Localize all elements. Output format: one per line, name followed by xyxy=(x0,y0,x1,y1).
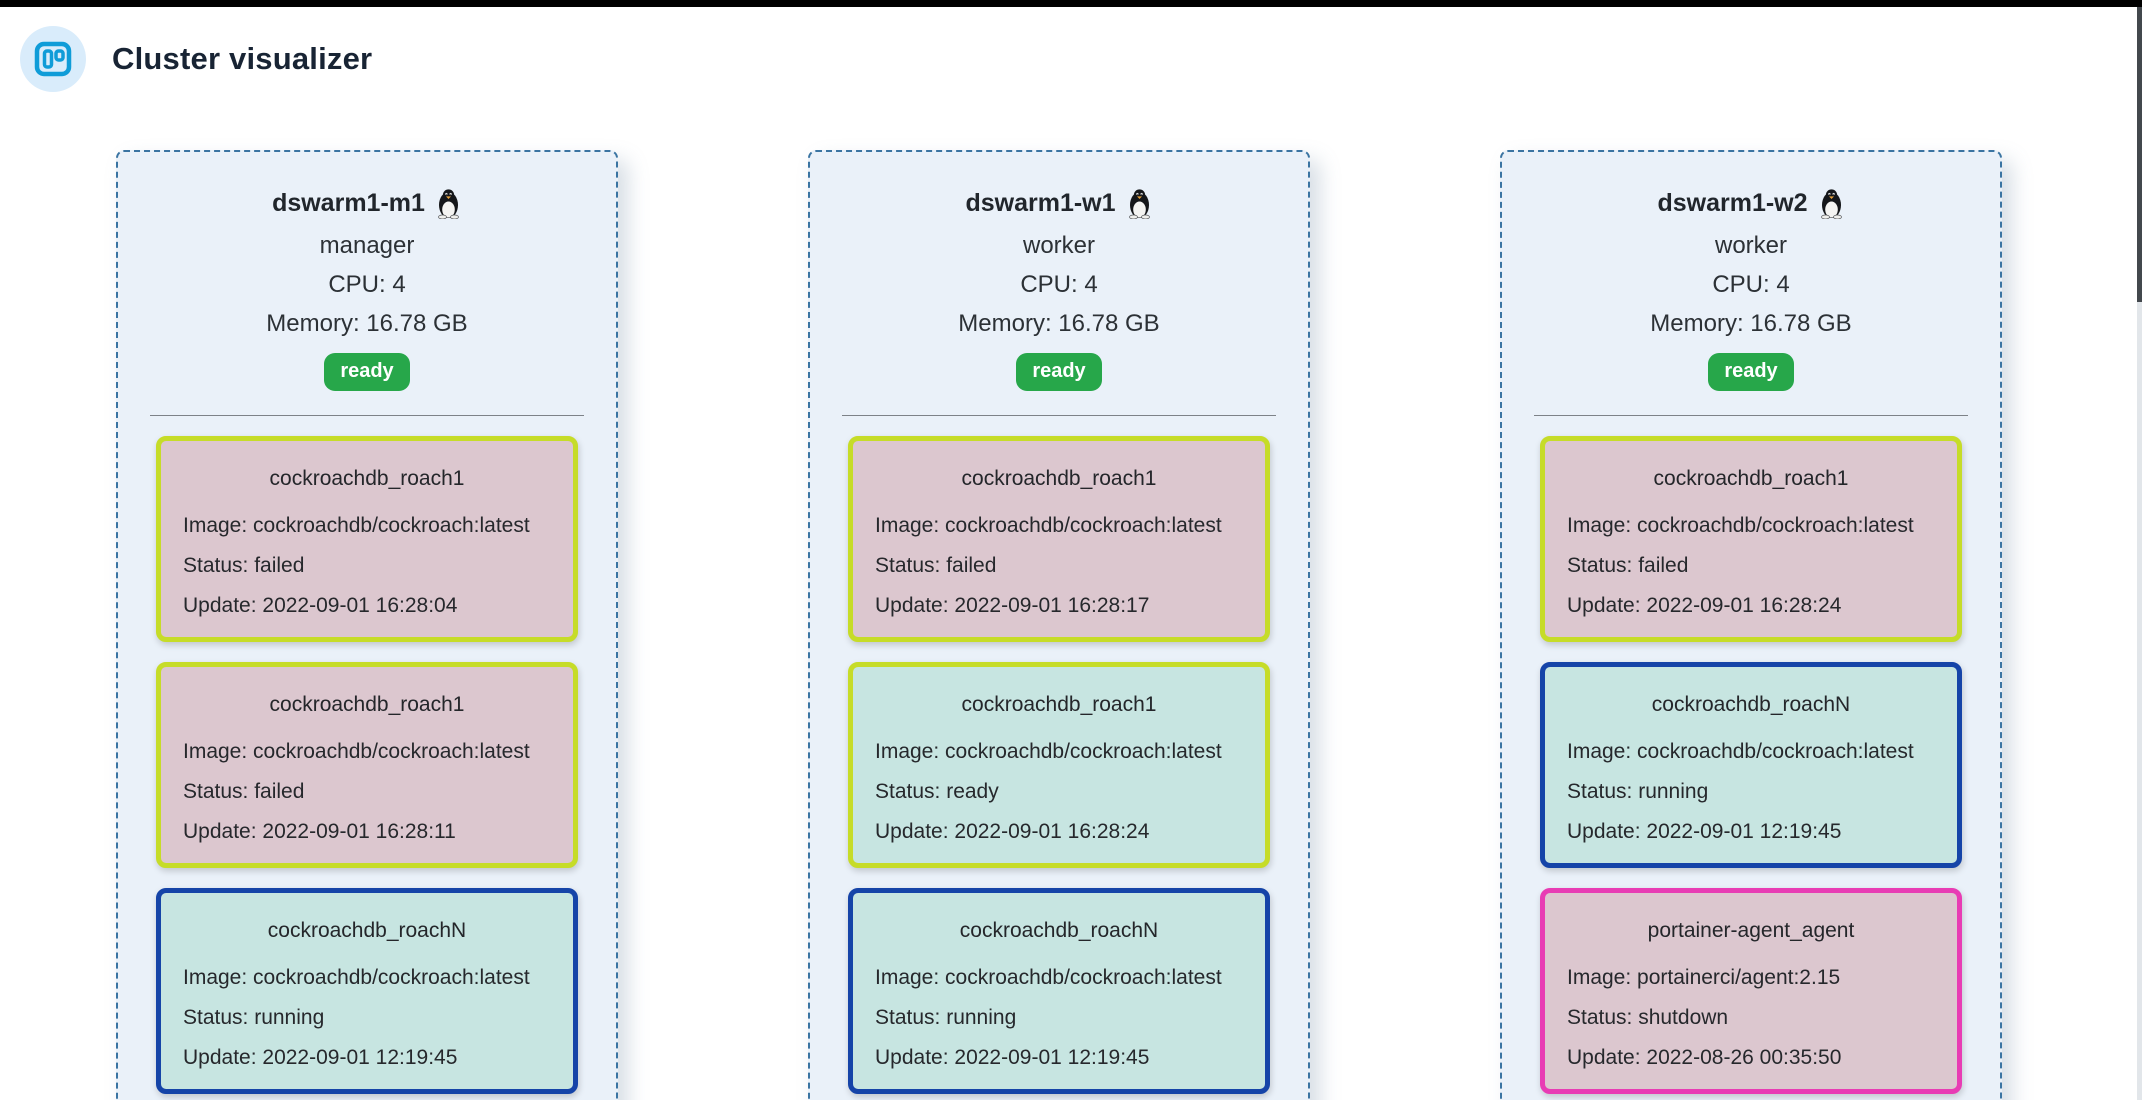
task-update: Update: 2022-09-01 16:28:04 xyxy=(183,594,458,617)
top-black-bar xyxy=(0,0,2142,7)
task-status: Status: running xyxy=(183,1006,325,1029)
task-status: Status: ready xyxy=(875,780,999,803)
task-card[interactable]: cockroachdb_roachN Image: cockroachdb/co… xyxy=(1540,662,1962,868)
task-title: cockroachdb_roachN xyxy=(959,919,1159,942)
task-image: Image: cockroachdb/cockroach:latest xyxy=(875,966,1222,989)
node-memory: Memory: 16.78 GB xyxy=(958,310,1160,337)
task-status: Status: failed xyxy=(183,780,305,803)
node-role: worker xyxy=(1714,232,1787,259)
task-card[interactable]: cockroachdb_roach1 Image: cockroachdb/co… xyxy=(848,662,1270,868)
task-update: Update: 2022-09-01 16:28:24 xyxy=(1567,594,1842,617)
node-cpu: CPU: 4 xyxy=(1020,271,1098,298)
task-image: Image: cockroachdb/cockroach:latest xyxy=(1567,514,1914,537)
task-title: cockroachdb_roach1 xyxy=(1653,467,1849,490)
scrollbar-thumb[interactable] xyxy=(2137,7,2142,302)
task-card[interactable]: cockroachdb_roach1 Image: cockroachdb/co… xyxy=(156,662,578,868)
task-update: Update: 2022-09-01 12:19:45 xyxy=(1567,820,1842,843)
divider xyxy=(150,415,584,416)
node-name: dswarm1-m1 xyxy=(272,186,462,220)
node-name: dswarm1-w2 xyxy=(1657,186,1844,220)
task-card[interactable]: cockroachdb_roachN Image: cockroachdb/co… xyxy=(156,888,578,1094)
node-name: dswarm1-w1 xyxy=(965,186,1152,220)
task-status: Status: shutdown xyxy=(1567,1006,1729,1029)
task-title: cockroachdb_roach1 xyxy=(269,693,465,716)
node-card-dswarm1-w1[interactable]: dswarm1-w1 worker CPU: 4 Memory: 16.78 G… xyxy=(808,150,1310,1100)
node-status-badge: ready xyxy=(1016,353,1102,391)
node-status-badge: ready xyxy=(324,353,410,391)
task-image: Image: cockroachdb/cockroach:latest xyxy=(183,740,530,763)
task-title: cockroachdb_roach1 xyxy=(269,467,465,490)
task-status: Status: failed xyxy=(875,554,997,577)
node-role: worker xyxy=(1022,232,1095,259)
task-status: Status: running xyxy=(1567,780,1709,803)
task-card[interactable]: cockroachdb_roach1 Image: cockroachdb/co… xyxy=(848,436,1270,642)
task-card[interactable]: cockroachdb_roach1 Image: cockroachdb/co… xyxy=(1540,436,1962,642)
linux-penguin-icon xyxy=(1820,188,1842,219)
task-status: Status: failed xyxy=(1567,554,1689,577)
task-image: Image: portainerci/agent:2.15 xyxy=(1567,966,1841,989)
task-update: Update: 2022-09-01 12:19:45 xyxy=(183,1046,458,1069)
task-card[interactable]: portainer-agent_agent Image: portainerci… xyxy=(1540,888,1962,1094)
task-title: portainer-agent_agent xyxy=(1647,919,1855,942)
page-title: Cluster visualizer xyxy=(112,41,373,76)
task-image: Image: cockroachdb/cockroach:latest xyxy=(1567,740,1914,763)
task-image: Image: cockroachdb/cockroach:latest xyxy=(183,966,530,989)
divider xyxy=(842,415,1276,416)
task-title: cockroachdb_roach1 xyxy=(961,467,1157,490)
linux-penguin-icon xyxy=(438,188,459,219)
linux-penguin-icon xyxy=(1128,188,1150,219)
task-image: Image: cockroachdb/cockroach:latest xyxy=(875,740,1222,763)
task-title: cockroachdb_roachN xyxy=(267,919,467,942)
node-card-dswarm1-m1[interactable]: dswarm1-m1 manager CPU: 4 Memory: 16.78 … xyxy=(116,150,618,1100)
task-update: Update: 2022-09-01 16:28:24 xyxy=(875,820,1150,843)
task-update: Update: 2022-09-01 16:28:17 xyxy=(875,594,1150,617)
node-memory: Memory: 16.78 GB xyxy=(266,310,468,337)
task-title: cockroachdb_roach1 xyxy=(961,693,1157,716)
node-name-text: dswarm1-w1 xyxy=(965,189,1116,217)
node-memory: Memory: 16.78 GB xyxy=(1650,310,1852,337)
task-update: Update: 2022-08-26 00:35:50 xyxy=(1567,1046,1842,1069)
task-title: cockroachdb_roachN xyxy=(1651,693,1851,716)
task-update: Update: 2022-09-01 16:28:11 xyxy=(183,820,456,843)
vertical-scrollbar[interactable] xyxy=(2137,7,2142,1100)
board-columns-icon xyxy=(34,41,72,77)
task-card[interactable]: cockroachdb_roach1 Image: cockroachdb/co… xyxy=(156,436,578,642)
task-image: Image: cockroachdb/cockroach:latest xyxy=(875,514,1222,537)
task-card[interactable]: cockroachdb_roachN Image: cockroachdb/co… xyxy=(848,888,1270,1094)
app-logo xyxy=(20,26,86,92)
divider xyxy=(1534,415,1968,416)
task-update: Update: 2022-09-01 12:19:45 xyxy=(875,1046,1150,1069)
node-card-dswarm1-w2[interactable]: dswarm1-w2 worker CPU: 4 Memory: 16.78 G… xyxy=(1500,150,2002,1100)
nodes-row: dswarm1-m1 manager CPU: 4 Memory: 16.78 … xyxy=(0,150,2142,1100)
node-cpu: CPU: 4 xyxy=(328,271,406,298)
node-status-badge: ready xyxy=(1708,353,1794,391)
task-status: Status: failed xyxy=(183,554,305,577)
task-image: Image: cockroachdb/cockroach:latest xyxy=(183,514,530,537)
app-header: Cluster visualizer xyxy=(0,7,2142,99)
node-role: manager xyxy=(319,232,415,259)
node-cpu: CPU: 4 xyxy=(1712,271,1790,298)
node-name-text: dswarm1-m1 xyxy=(272,189,425,217)
task-status: Status: running xyxy=(875,1006,1017,1029)
node-name-text: dswarm1-w2 xyxy=(1657,189,1808,217)
